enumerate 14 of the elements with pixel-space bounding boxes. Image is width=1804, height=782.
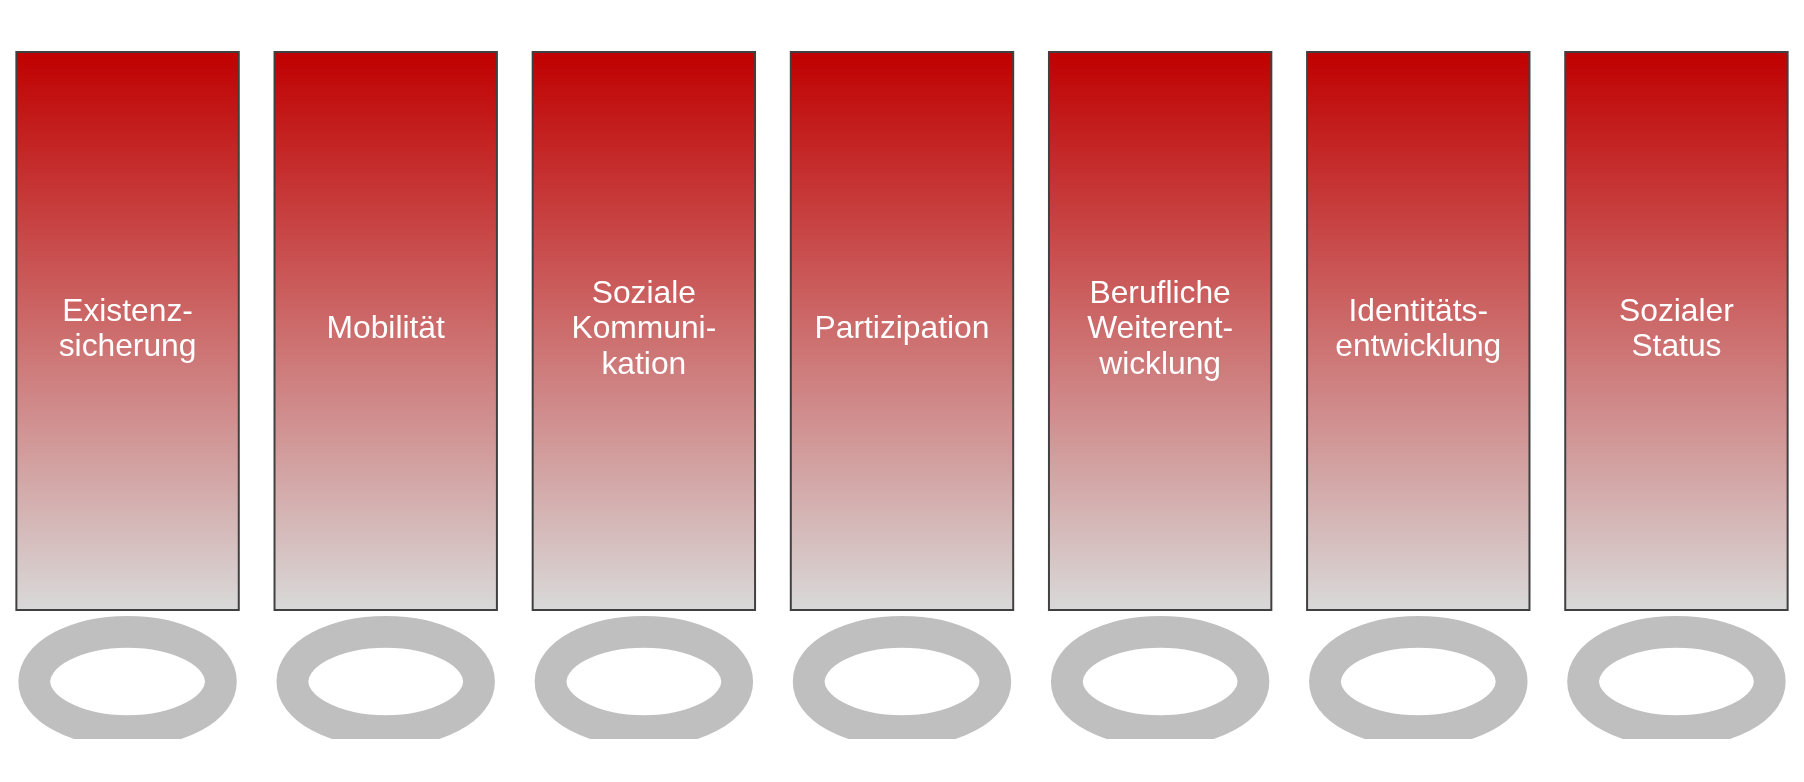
node-box: Existenz- sicherung — [15, 50, 240, 611]
node-ring — [1309, 615, 1528, 739]
node-box: Mobilität — [273, 50, 498, 611]
node-ring — [1567, 615, 1786, 739]
node-ring — [276, 615, 495, 739]
node-box: Identitäts- entwicklung — [1306, 50, 1531, 611]
node-ring — [534, 615, 754, 739]
node-ring — [1050, 615, 1270, 739]
node-box: Partizipation — [789, 50, 1015, 611]
node-box: Sozialer Status — [1564, 50, 1789, 611]
node-box: Berufliche Weiterent- wicklung — [1047, 50, 1273, 611]
node-ring — [18, 615, 237, 739]
node-box: Soziale Kommuni- kation — [531, 50, 757, 611]
node-ring — [792, 615, 1012, 739]
